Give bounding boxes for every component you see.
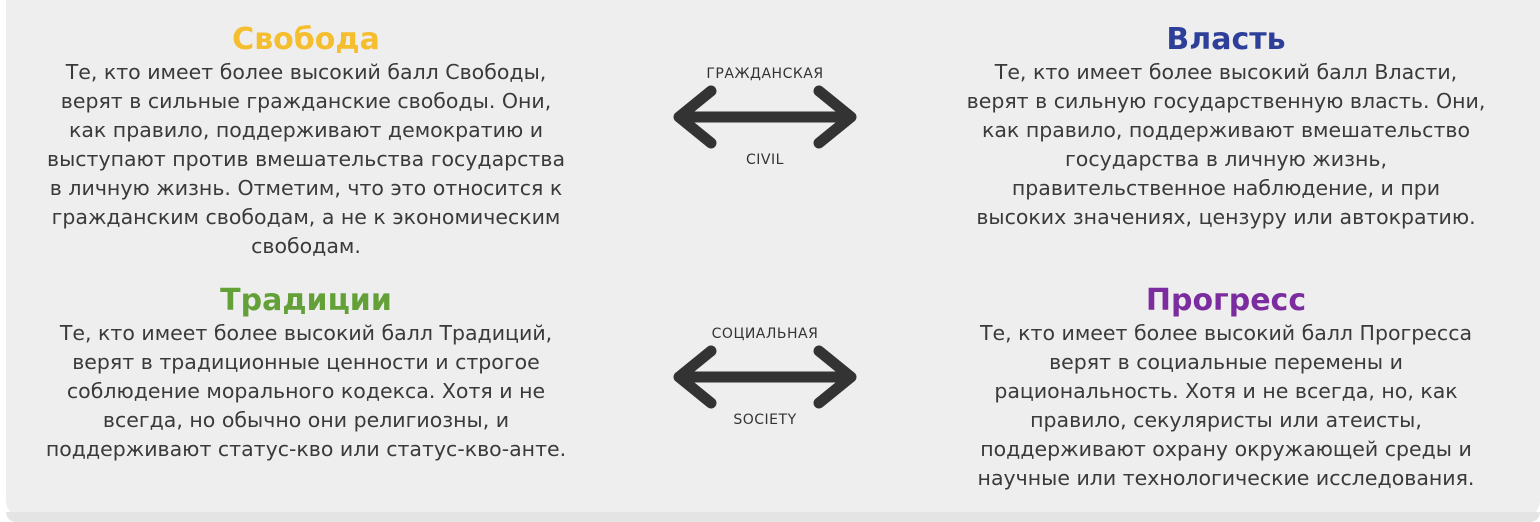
- panel-bottom-edge: [6, 512, 1540, 522]
- progress-line: правило, секуляристы или атеисты,: [1030, 408, 1422, 432]
- axes-explanation-panel: [6, 0, 1540, 517]
- tradition-line: Те, кто имеет более высокий балл Традици…: [59, 321, 553, 345]
- progress-line: научные или технологические исследования…: [977, 466, 1475, 490]
- liberty-line: выступают против вмешательства государст…: [46, 147, 566, 171]
- liberty-line: Те, кто имеет более высокий балл Свободы…: [65, 60, 547, 84]
- authority-line: Те, кто имеет более высокий балл Власти,: [994, 60, 1458, 84]
- tradition-line: всегда, но обычно они религиозны, и: [102, 408, 510, 432]
- tradition-line: поддерживают статус-кво или статус-кво-а…: [45, 437, 567, 461]
- authority-line: высоких значениях, цензуру или автократи…: [976, 205, 1476, 229]
- society-axis: СОЦИАЛЬНАЯ SOCIETY: [665, 326, 865, 428]
- tradition-description: Те, кто имеет более высокий балл Традици…: [20, 319, 592, 464]
- liberty-line: свободам.: [251, 234, 361, 258]
- society-axis-top-label: СОЦИАЛЬНАЯ: [711, 326, 819, 342]
- progress-line: верят в социальные перемены и: [1049, 350, 1403, 374]
- authority-line: государства в личную жизнь,: [1065, 147, 1387, 171]
- liberty-title: Свобода: [232, 22, 380, 57]
- double-arrow-icon: [673, 85, 857, 149]
- progress-title: Прогресс: [1145, 283, 1307, 318]
- authority-line: как правило, поддерживают вмешательство: [981, 118, 1471, 142]
- liberty-block: Свобода Те, кто имеет более высокий балл…: [20, 22, 592, 261]
- liberty-line: в личную жизнь. Отметим, что это относит…: [49, 176, 563, 200]
- tradition-block: Традиции Те, кто имеет более высокий бал…: [20, 283, 592, 464]
- authority-block: Власть Те, кто имеет более высокий балл …: [940, 22, 1512, 232]
- authority-description: Те, кто имеет более высокий балл Власти,…: [940, 58, 1512, 232]
- progress-description: Те, кто имеет более высокий балл Прогрес…: [940, 319, 1512, 493]
- tradition-line: верят в традиционные ценности и строгое: [72, 350, 540, 374]
- double-arrow-icon: [673, 345, 857, 409]
- society-axis-bottom-label: SOCIETY: [733, 412, 797, 428]
- authority-title: Власть: [1166, 22, 1286, 57]
- progress-line: поддерживают охрану окружающей среды и: [980, 437, 1472, 461]
- tradition-line: соблюдение морального кодекса. Хотя и не: [66, 379, 546, 403]
- liberty-line: как правило, поддерживают демократию и: [68, 118, 544, 142]
- civil-axis-top-label: ГРАЖДАНСКАЯ: [706, 66, 824, 82]
- progress-line: Те, кто имеет более высокий балл Прогрес…: [979, 321, 1473, 345]
- authority-line: правительственное наблюдение, и при: [1011, 176, 1441, 200]
- civil-axis: ГРАЖДАНСКАЯ CIVIL: [665, 66, 865, 168]
- tradition-title: Традиции: [220, 283, 392, 318]
- liberty-line: верят в сильные гражданские свободы. Они…: [60, 89, 552, 113]
- liberty-description: Те, кто имеет более высокий балл Свободы…: [20, 58, 592, 261]
- liberty-line: гражданским свободам, а не к экономическ…: [51, 205, 561, 229]
- progress-line: рациональность. Хотя и не всегда, но, ка…: [994, 379, 1458, 403]
- progress-block: Прогресс Те, кто имеет более высокий бал…: [940, 283, 1512, 493]
- civil-axis-bottom-label: CIVIL: [746, 152, 784, 168]
- authority-line: верят в сильную государственную власть. …: [966, 89, 1486, 113]
